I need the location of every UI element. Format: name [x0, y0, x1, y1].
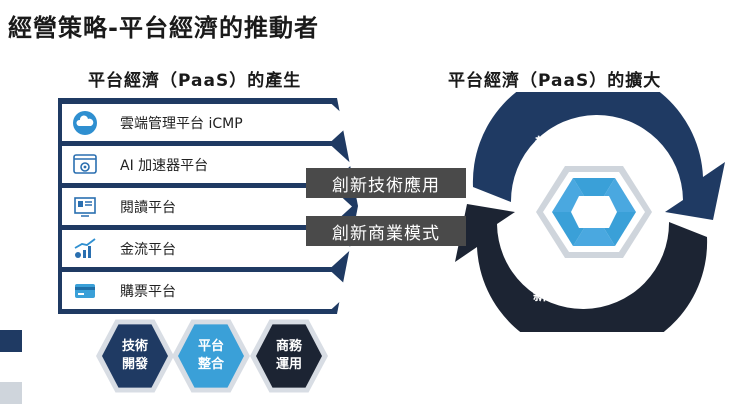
platform-item-label: 購票平台 [120, 283, 176, 300]
gear-icon [70, 150, 100, 180]
left-heading: 平台經濟（PaaS）的產生 [88, 71, 302, 91]
platform-item-finance: 金流平台 [62, 230, 352, 267]
hex-platform-integration: 平台 整合 [178, 324, 244, 388]
hex-business-application: 商務 運用 [256, 324, 322, 388]
platform-expansion-cycle [455, 92, 725, 332]
finance-chart-icon [70, 234, 100, 264]
cloud-icon [70, 108, 100, 138]
innovation-business-label: 創新商業模式 [306, 216, 466, 246]
right-heading: 平台經濟（PaaS）的擴大 [448, 71, 662, 91]
platform-item-label: AI 加速器平台 [120, 157, 209, 174]
platform-item-label: 金流平台 [120, 241, 176, 258]
hex-tech-development: 技術 開發 [102, 324, 168, 388]
platform-item-ai: AI 加速器平台 [62, 146, 352, 183]
platform-item-reading: 閱讀平台 [62, 188, 352, 225]
page-title: 經營策略-平台經濟的推動者 [8, 14, 319, 42]
platform-item-icmp: 雲端管理平台 iCMP [62, 104, 352, 141]
card-icon [70, 276, 100, 306]
decorative-square [0, 330, 22, 352]
cycle-bottom-label: 新場域/市場 [533, 288, 609, 304]
decorative-square [0, 382, 22, 404]
platform-item-label: 閱讀平台 [120, 199, 176, 216]
innovation-tech-label: 創新技術應用 [306, 168, 466, 198]
platform-item-ticket: 購票平台 [62, 272, 352, 309]
platform-item-label: 雲端管理平台 iCMP [120, 115, 243, 132]
reader-icon [70, 192, 100, 222]
cycle-top-label: 新平台服務 [535, 136, 605, 152]
